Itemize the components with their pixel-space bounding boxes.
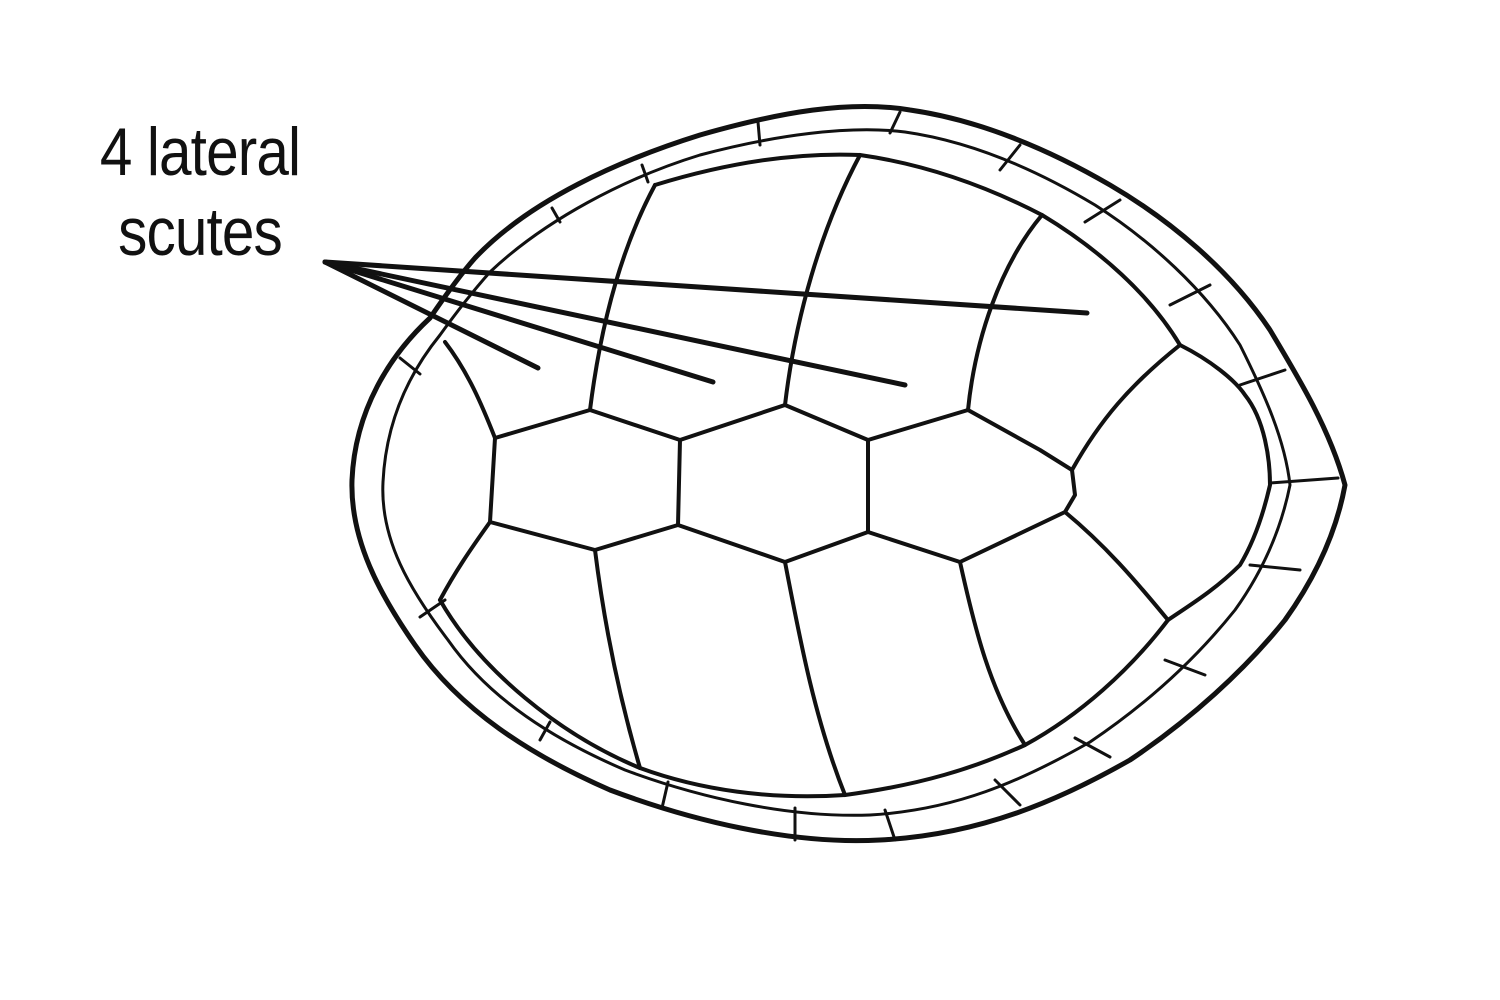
nuchal-area-divider: [443, 340, 497, 440]
label-line-2: scutes: [118, 194, 283, 270]
upper-lateral-divider-2: [783, 153, 862, 407]
rear-scute-outline: [1063, 343, 1272, 622]
vertebral-scute-3: [866, 408, 1077, 564]
callout-lines: [322, 259, 1090, 388]
lower-lateral-divider-2: [783, 560, 847, 797]
label-line-1: 4 lateral: [99, 114, 301, 190]
callout-line-3: [322, 259, 908, 388]
lower-lateral-divider-3: [958, 560, 1027, 747]
callout-line-1: [322, 259, 541, 371]
upper-lateral-top-edge: [653, 152, 1182, 347]
carapace-inner-outline: [381, 128, 1292, 817]
marginal-scute-dividers: [398, 110, 1340, 842]
upper-lateral-divider-3: [966, 213, 1044, 412]
lower-lateral-divider-1: [593, 548, 642, 770]
carapace-outer-outline: [349, 103, 1348, 844]
callout-line-2: [322, 259, 716, 385]
vertebral-scute-1: [488, 408, 682, 552]
callout-line-4: [322, 259, 1090, 316]
lateral-scutes-label: 4 lateral scutes: [80, 112, 321, 272]
upper-lateral-divider-1: [588, 183, 657, 412]
lower-lateral-bottom-edge: [438, 598, 1170, 799]
nuchal-area-divider-lower: [438, 520, 492, 602]
vertebral-scute-2: [676, 403, 870, 564]
